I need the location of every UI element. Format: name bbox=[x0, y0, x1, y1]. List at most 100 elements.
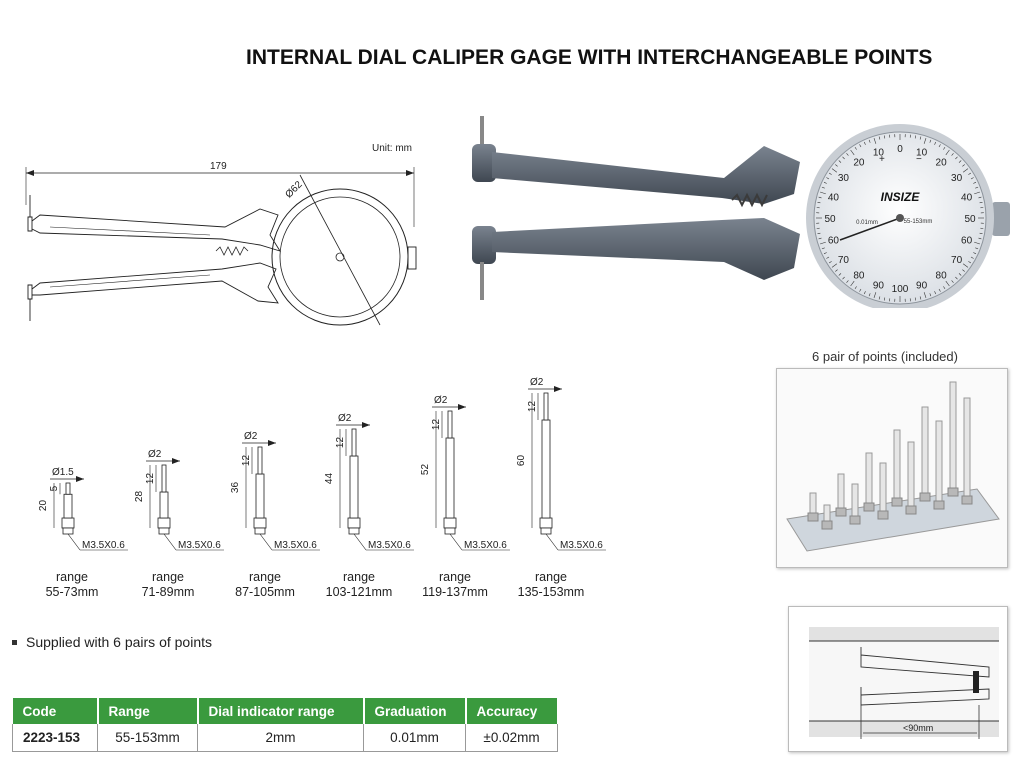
point-thread-end bbox=[158, 527, 170, 535]
dial-tick bbox=[962, 168, 969, 173]
point-tip bbox=[257, 446, 263, 475]
table-header: Accuracy bbox=[465, 698, 559, 724]
dial-number: 40 bbox=[961, 192, 973, 203]
caliper-drawing: Unit: mm 179 Ø62 bbox=[25, 143, 417, 326]
dial-tick bbox=[951, 153, 954, 156]
point-tip bbox=[161, 464, 167, 493]
dial-tick bbox=[945, 149, 950, 156]
dial-number: 20 bbox=[853, 157, 865, 168]
dial-tick bbox=[863, 291, 866, 295]
point-thread-end bbox=[348, 527, 360, 535]
dial-tick bbox=[859, 144, 862, 148]
dial-number: 10 bbox=[873, 147, 885, 158]
dial-tick bbox=[970, 177, 974, 180]
point-body bbox=[255, 473, 265, 519]
dial-tick bbox=[929, 139, 932, 143]
dial-tick bbox=[835, 269, 838, 272]
dial-tick bbox=[975, 186, 979, 189]
point-body bbox=[541, 419, 551, 519]
pin-photo-nut bbox=[933, 500, 945, 510]
dial-number: 80 bbox=[853, 271, 865, 282]
table-cell: 2mm bbox=[197, 724, 364, 752]
dial-tick bbox=[962, 263, 969, 268]
dial-tick bbox=[943, 286, 946, 290]
dial-tick bbox=[817, 232, 821, 234]
dial-graduation: 0.01mm bbox=[856, 220, 878, 226]
pin-photo-nut bbox=[807, 512, 819, 522]
dia-label: Ø2 bbox=[148, 449, 162, 460]
dia-label: Ø1.5 bbox=[52, 467, 74, 478]
dia-arrow bbox=[172, 458, 180, 464]
pin-photo bbox=[921, 406, 929, 500]
dial-range: 55-153mm bbox=[904, 219, 933, 225]
dial-tick bbox=[826, 177, 830, 180]
pin-photo bbox=[907, 441, 915, 513]
dial-number: 90 bbox=[916, 281, 928, 292]
dia-label: Ø2 bbox=[244, 431, 258, 442]
unit-label: Unit: mm bbox=[372, 143, 412, 154]
table-header: Graduation bbox=[363, 698, 467, 724]
point-thread bbox=[61, 517, 75, 529]
dial-tick bbox=[868, 293, 871, 297]
dial-tick bbox=[945, 280, 950, 287]
dial-tick bbox=[838, 273, 842, 276]
dial-tick bbox=[859, 288, 862, 292]
supplied-note: Supplied with 6 pairs of points bbox=[12, 634, 212, 650]
dial-plus-sign: + bbox=[879, 154, 885, 165]
dial-tick bbox=[828, 261, 832, 264]
dial-tick bbox=[914, 135, 916, 139]
thread-leader bbox=[163, 533, 177, 551]
dial-tick bbox=[842, 156, 845, 160]
dial-tick bbox=[923, 292, 927, 298]
table-cell: ±0.02mm bbox=[465, 724, 558, 752]
thread-leader bbox=[545, 533, 559, 551]
pin-photo-nut bbox=[821, 520, 833, 530]
pin-photo-group bbox=[807, 381, 973, 530]
dial-tick bbox=[914, 297, 916, 301]
dial-tick bbox=[919, 136, 922, 140]
dial-tick bbox=[923, 138, 927, 144]
table-cell: 0.01mm bbox=[363, 724, 466, 752]
dial-tick bbox=[973, 181, 977, 184]
point-body bbox=[159, 491, 169, 519]
point-thread-end bbox=[444, 527, 456, 535]
thread-label: M3.5X0.6 bbox=[368, 540, 411, 551]
dial-tick bbox=[979, 232, 983, 234]
point-body bbox=[349, 455, 359, 519]
dial-tick bbox=[820, 191, 826, 195]
point-body bbox=[63, 493, 73, 519]
dial-tick bbox=[979, 202, 983, 204]
point-thread-end bbox=[254, 527, 266, 535]
thread-label: M3.5X0.6 bbox=[274, 540, 317, 551]
dial-tick bbox=[868, 139, 871, 143]
pin-photo-nut bbox=[947, 487, 959, 497]
tip-dim-label: 5 bbox=[49, 485, 60, 491]
pin-photo-nut bbox=[961, 495, 973, 505]
dial-tick bbox=[934, 141, 937, 145]
dial-tick bbox=[873, 138, 877, 144]
point-tip bbox=[65, 482, 71, 495]
dial-tick bbox=[826, 256, 830, 259]
points-photo-caption: 6 pair of points (included) bbox=[812, 349, 958, 364]
point-thread bbox=[443, 517, 457, 529]
length-dim-label: 20 bbox=[38, 500, 49, 512]
dial-minus-sign: − bbox=[916, 154, 922, 165]
dia-arrow bbox=[554, 386, 562, 392]
dial-number: 20 bbox=[936, 157, 948, 168]
point-tip bbox=[447, 410, 453, 439]
dial-tick bbox=[938, 144, 941, 148]
dial-tick bbox=[943, 146, 946, 150]
thread-label: M3.5X0.6 bbox=[82, 540, 125, 551]
dial-tick bbox=[974, 241, 980, 245]
dial-tick bbox=[919, 296, 922, 300]
pin-photo-nut bbox=[849, 515, 861, 525]
dial-tick bbox=[831, 263, 838, 268]
dial-tick bbox=[951, 280, 954, 283]
dial-tick bbox=[884, 297, 886, 301]
table-cell: 2223-153 bbox=[12, 724, 98, 752]
point-thread bbox=[157, 517, 171, 529]
point-thread bbox=[539, 517, 553, 529]
